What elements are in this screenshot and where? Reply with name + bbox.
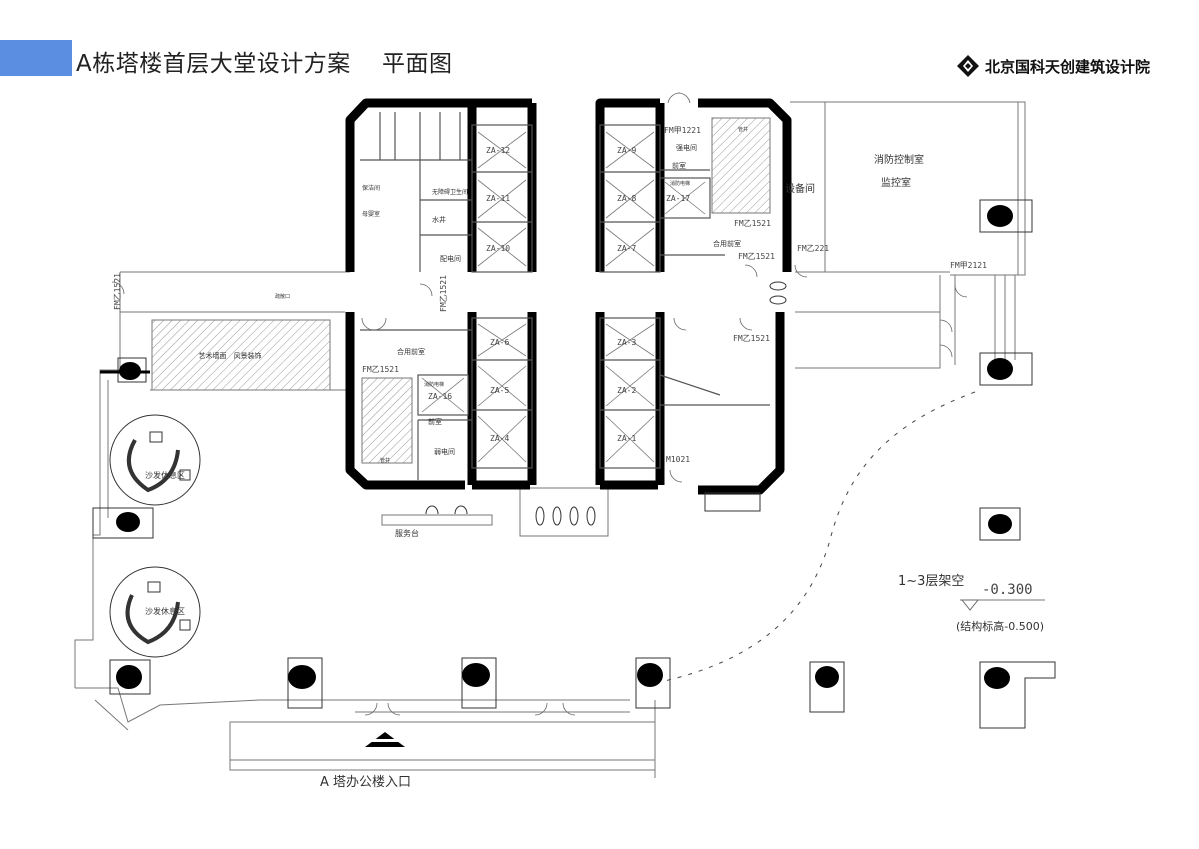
door-m1021: M1021 xyxy=(666,455,690,464)
room-shared-front: 合用前室 xyxy=(713,239,741,248)
room-cleaning: 保洁间 xyxy=(362,184,380,192)
room-fire-control: 消防控制室 xyxy=(874,153,924,166)
page-title: A栋塔楼首层大堂设计方案 平面图 xyxy=(76,51,453,77)
elevator-za4: ZA-4 xyxy=(490,434,509,443)
room-monitor: 监控室 xyxy=(881,176,911,189)
structural-columns xyxy=(92,199,1056,729)
entrance-arrow-icon xyxy=(365,732,405,747)
elevator-za7: ZA-7 xyxy=(617,244,636,253)
elevator-za10: ZA-10 xyxy=(486,244,510,253)
diamond-arrow-icon xyxy=(957,55,979,77)
logo-text: 北京国科天创建筑设计院 xyxy=(985,57,1151,76)
door-fm1521-a: FM乙1521 xyxy=(734,219,771,228)
elevator-za9: ZA-9 xyxy=(617,146,636,155)
stair-north xyxy=(711,117,771,214)
level-mark: -0.300 xyxy=(982,582,1033,598)
door-fm1221: FM甲1221 xyxy=(664,126,701,135)
room-strong-power: 强电间 xyxy=(676,143,697,152)
service-desk-label: 服务台 xyxy=(395,528,419,538)
elevator-za12: ZA-12 xyxy=(486,146,510,155)
elevator-za5: ZA-5 xyxy=(490,386,509,395)
room-accessible-wc: 无障碍卫生间 xyxy=(432,188,468,196)
entrance-label: A 塔办公楼入口 xyxy=(320,775,411,790)
curved-facade xyxy=(659,391,976,683)
door-fm1521-b: FM乙1521 xyxy=(738,252,775,261)
corridor-label: 疏散口 xyxy=(275,293,290,300)
door-fm1521-e: FM乙1521 xyxy=(113,273,122,310)
elevator-za11: ZA-11 xyxy=(486,194,510,203)
elevator-za8: ZA-8 xyxy=(617,194,636,203)
elevator-za6: ZA-6 xyxy=(490,338,509,347)
room-distribution: 配电间 xyxy=(440,254,461,263)
door-fm1521-c: FM乙1521 xyxy=(733,334,770,343)
door-fm1521-d: FM乙1521 xyxy=(362,365,399,374)
room-shaft-b: 管井 xyxy=(380,457,390,464)
elevator-za2: ZA-2 xyxy=(617,386,636,395)
art-wall xyxy=(151,319,331,391)
atrium-note: 1~3层架空 xyxy=(898,574,964,589)
elevator-za1: ZA-1 xyxy=(617,434,636,443)
room-shared-front-b: 合用前室 xyxy=(397,347,425,356)
room-mother-baby: 母婴室 xyxy=(362,210,380,218)
lounge-area-1 xyxy=(109,414,201,506)
company-logo: 北京国科天创建筑设计院 xyxy=(956,54,1150,78)
structural-level: (结构标高-0.500) xyxy=(956,619,1044,633)
room-weak-power: 弱电间 xyxy=(434,447,455,456)
lounge-1-label: 沙发休息区 xyxy=(145,470,185,480)
door-fm1521-f: FM乙1521 xyxy=(439,275,448,312)
room-front-1: 前室 xyxy=(672,161,686,170)
room-water-well: 水井 xyxy=(432,215,446,224)
lounge-area-2 xyxy=(109,566,201,658)
title-accent-bar xyxy=(0,40,72,76)
elevator-za16: ZA-16 xyxy=(428,392,452,401)
elevator-za17: ZA-17 xyxy=(666,194,690,203)
door-fm2121: FM甲2121 xyxy=(950,261,987,270)
room-shaft-a: 管井 xyxy=(738,126,748,133)
art-wall-label: 艺术墙面 风景装饰 xyxy=(199,351,262,360)
door-fm0221: FM乙221 xyxy=(797,244,829,253)
label-fire-elevator-a: 消防电梯 xyxy=(670,180,690,187)
lounge-2-label: 沙发休息区 xyxy=(145,606,185,616)
label-fire-elevator-b: 消防电梯 xyxy=(424,381,444,388)
stair-south xyxy=(361,377,413,464)
room-equipment: 设备间 xyxy=(785,182,815,195)
elevator-za3: ZA-3 xyxy=(617,338,636,347)
room-front-2: 前室 xyxy=(428,417,442,426)
